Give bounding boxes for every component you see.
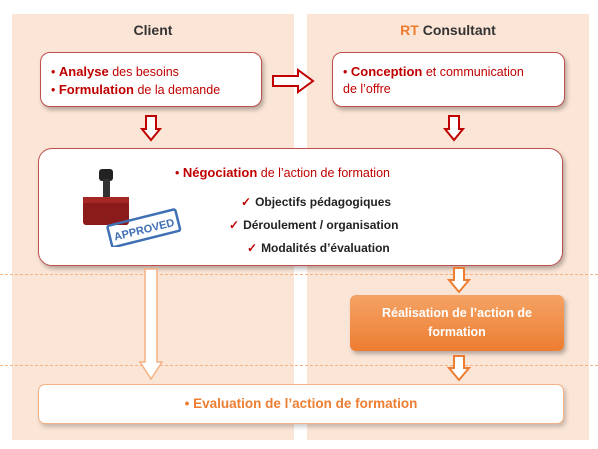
arrow-down-icon xyxy=(442,115,466,142)
evaluation-box: • Evaluation de l’action de formation xyxy=(38,384,564,424)
rt-brand: RT xyxy=(400,22,419,38)
approved-stamp-icon: APPROVED xyxy=(83,169,182,247)
negotiation-title: • Négociation de l’action de formation xyxy=(175,165,390,180)
arrow-down-long-icon xyxy=(138,268,164,381)
check-item: ✓Objectifs pédagogiques xyxy=(241,195,392,209)
check-icon: ✓ xyxy=(229,218,240,232)
realisation-line: Réalisation de l’action de xyxy=(381,306,533,320)
separator-line xyxy=(0,365,598,366)
negotiation-box: APPROVED • Négociation de l’action de fo… xyxy=(38,148,563,266)
evaluation-label: Evaluation de l’action de formation xyxy=(193,396,418,411)
client-item: • Analyse des besoins xyxy=(51,64,179,79)
separator-line xyxy=(0,274,598,275)
client-item: • Formulation de la demande xyxy=(51,82,221,97)
check-item: ✓Déroulement / organisation xyxy=(229,218,399,232)
check-item: ✓Modalités d’évaluation xyxy=(247,241,390,255)
realisation-line: formation xyxy=(428,325,486,339)
client-column-title: Client xyxy=(133,22,173,38)
consultant-item: de l’offre xyxy=(343,82,391,96)
arrow-down-icon xyxy=(139,115,163,142)
realisation-box: Réalisation de l’action de formation xyxy=(350,295,564,351)
arrow-down-icon xyxy=(446,355,472,382)
consultant-offer-box: • Conception et communication de l’offre xyxy=(332,52,565,107)
check-icon: ✓ xyxy=(247,241,258,255)
check-icon: ✓ xyxy=(241,195,252,209)
client-needs-box: • Analyse des besoins • Formulation de l… xyxy=(40,52,262,107)
arrow-down-icon xyxy=(446,267,472,294)
consultant-item: • Conception et communication xyxy=(343,64,524,79)
arrow-right-icon xyxy=(272,68,315,94)
consultant-column-title: RT Consultant xyxy=(400,22,496,38)
